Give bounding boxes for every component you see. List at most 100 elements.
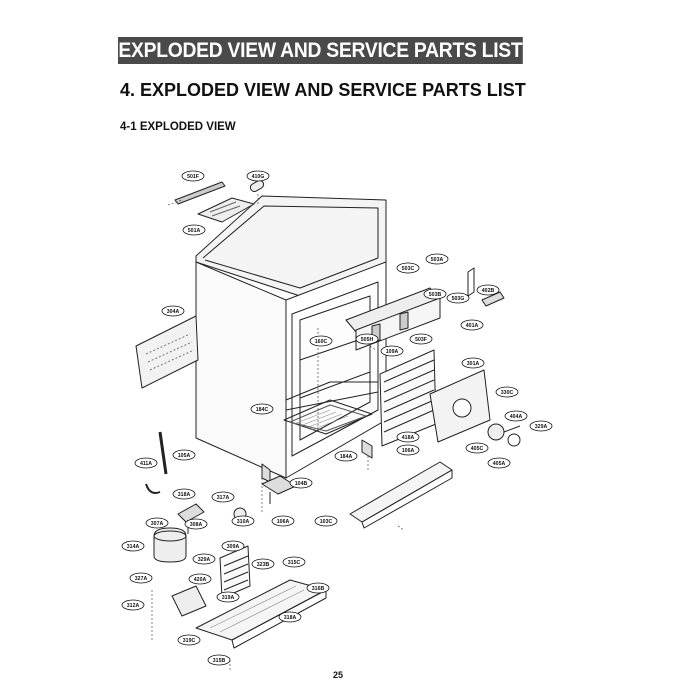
callout-text: 315C: [288, 560, 301, 566]
callout-text: 307A: [151, 521, 164, 527]
callout-405a: 405A: [487, 457, 511, 469]
callout-330c: 330C: [495, 386, 519, 398]
callout-text: 329A: [535, 424, 548, 430]
callout-text: 404A: [510, 414, 523, 420]
callout-text: 301A: [467, 361, 480, 367]
callout-109a: 109A: [380, 345, 404, 357]
callout-text: 410G: [252, 174, 265, 180]
callout-316b: 316B: [306, 582, 330, 594]
callout-401a: 401A: [460, 319, 484, 331]
callout-307a: 307A: [145, 517, 169, 529]
callout-327a: 327A: [129, 572, 153, 584]
callout-text: 411A: [140, 461, 152, 467]
callout-103c: 103C: [314, 515, 338, 527]
callout-405c: 405C: [465, 442, 489, 454]
callout-text: 318A: [178, 492, 191, 498]
callout-text: 501A: [188, 228, 201, 234]
callout-104b: 104B: [289, 477, 313, 489]
page-title: 4. EXPLODED VIEW AND SERVICE PARTS LIST: [120, 80, 526, 100]
back-cover: [135, 315, 199, 389]
callout-106a: 106A: [396, 444, 420, 456]
callout-text: 318A: [284, 615, 297, 621]
callout-503f: 503F: [409, 333, 433, 345]
callout-308a: 308A: [184, 518, 208, 530]
callout-184c: 184C: [250, 403, 274, 415]
callout-105a: 105A: [172, 449, 196, 461]
callout-402b: 402B: [476, 284, 500, 296]
section-banner: EXPLODED VIEW AND SERVICE PARTS LIST: [118, 37, 523, 64]
callout-text: 503F: [415, 337, 427, 343]
callout-text: 401A: [466, 323, 479, 329]
callout-text: 327A: [135, 576, 148, 582]
callout-text: 304A: [167, 309, 180, 315]
compressor: [153, 527, 187, 563]
callout-text: 312A: [127, 603, 140, 609]
callout-text: 314A: [127, 544, 140, 550]
callout-315c: 315C: [282, 556, 306, 568]
callout-310a: 310A: [231, 515, 255, 527]
callout-text: 103C: [320, 519, 333, 525]
callout-text: 319C: [183, 638, 196, 644]
callout-text: 330C: [501, 390, 514, 396]
callout-318a: 318A: [172, 488, 196, 500]
callout-text: 501F: [187, 174, 199, 180]
callout-319a: 319A: [216, 591, 240, 603]
callout-319c: 319C: [177, 634, 201, 646]
callout-text: 316B: [312, 586, 325, 592]
callout-312a: 312A: [121, 599, 145, 611]
callout-318a: 318A: [278, 611, 302, 623]
callout-text: 109A: [386, 349, 399, 355]
callout-text: 310A: [237, 519, 250, 525]
base-plate: [195, 579, 327, 641]
callout-text: 106A: [402, 448, 415, 454]
callout-418a: 418A: [396, 431, 420, 443]
callout-501a: 501A: [182, 224, 206, 236]
callout-text: 418A: [402, 435, 415, 441]
callout-text: 184A: [340, 454, 353, 460]
callout-text: 402B: [482, 288, 495, 294]
page-number: 25: [333, 670, 344, 680]
callout-text: 420A: [194, 577, 207, 583]
callout-404a: 404A: [504, 410, 528, 422]
callout-text: 105A: [178, 453, 191, 459]
callout-420a: 420A: [188, 573, 212, 585]
callout-309a: 309A: [221, 540, 245, 552]
callout-410g: 410G: [246, 170, 270, 182]
callout-314a: 314A: [121, 540, 145, 552]
callout-315b: 315B: [207, 654, 231, 666]
front-rail: [285, 381, 379, 411]
callout-317a: 317A: [211, 491, 235, 503]
inner-tray: [283, 399, 373, 435]
callout-text: 319A: [222, 595, 235, 601]
callout-503a: 503A: [425, 253, 449, 265]
callout-301a: 301A: [461, 357, 485, 369]
callout-329a: 329A: [529, 420, 553, 432]
callout-text: 315B: [213, 658, 226, 664]
section-subtitle: 4-1 EXPLODED VIEW: [120, 121, 236, 133]
callout-184a: 184A: [334, 450, 358, 462]
callout-text: 405A: [493, 461, 506, 467]
callout-text: 309A: [227, 544, 240, 550]
callout-503g: 503G: [446, 292, 470, 304]
callout-text: 323B: [257, 562, 270, 568]
cabinet-left-side: [195, 261, 287, 479]
callout-501f: 501F: [181, 170, 205, 182]
callout-text: 503A: [431, 257, 444, 263]
callout-323b: 323B: [251, 558, 275, 570]
callout-505h: 505H: [355, 333, 379, 345]
callout-text: 104B: [295, 481, 308, 487]
callout-text: 505H: [361, 337, 374, 343]
callout-text: 160C: [315, 339, 328, 345]
callout-text: 503G: [452, 296, 465, 302]
callout-text: 329A: [198, 557, 211, 563]
callout-text: 503B: [429, 292, 442, 298]
callout-503b: 503B: [423, 288, 447, 300]
callout-text: 184C: [256, 407, 269, 413]
callout-text: 106A: [277, 519, 290, 525]
front-grille: [349, 461, 453, 523]
callout-329a: 329A: [192, 553, 216, 565]
callout-text: 308A: [190, 522, 203, 528]
callout-160c: 160C: [309, 335, 333, 347]
